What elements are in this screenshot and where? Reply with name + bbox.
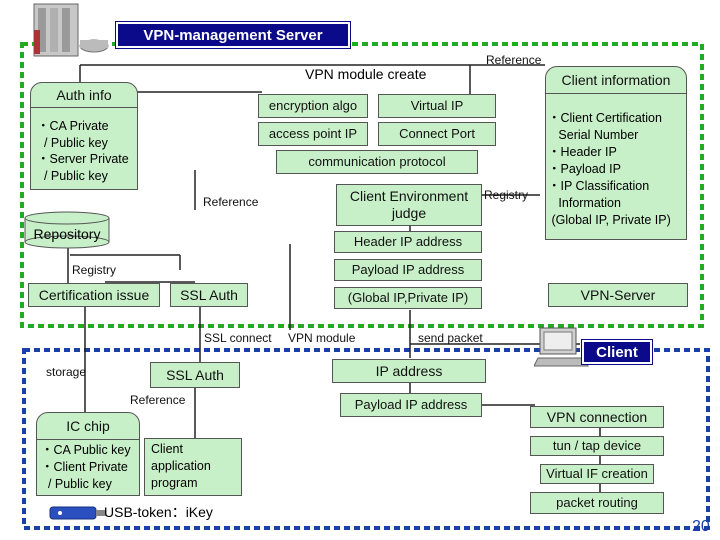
client-computer-icon <box>533 326 590 370</box>
label-reference-mid: Reference <box>203 195 259 209</box>
param-encryption-algo: encryption algo <box>258 94 368 118</box>
repository: Repository <box>24 210 110 250</box>
client-ip-address: IP address <box>332 359 486 383</box>
auth-info-line: ・CA Private <box>37 119 109 133</box>
global-private-ip: (Global IP,Private IP) <box>334 287 482 309</box>
param-connect-port: Connect Port <box>378 122 496 146</box>
label-send-packet: send packet <box>418 331 483 345</box>
client-region-border <box>22 348 710 530</box>
server-region-border <box>20 42 704 328</box>
client-application-program: Client application program <box>144 438 242 496</box>
client-info-line: (Global IP, Private IP) <box>548 213 671 227</box>
auth-info-line: / Public key <box>37 168 108 183</box>
ssl-auth-client: SSL Auth <box>150 362 240 388</box>
label-registry-left: Registry <box>72 263 117 277</box>
payload-ip-address: Payload IP address <box>334 259 482 281</box>
ssl-auth-server: SSL Auth <box>170 283 248 307</box>
param-virtual-ip: Virtual IP <box>378 94 496 118</box>
usb-token-icon <box>48 503 108 521</box>
label-reference-client: Reference <box>130 393 186 407</box>
vpn-connection: VPN connection <box>530 406 664 428</box>
label-reference-top: Reference <box>486 53 542 67</box>
client-environment-judge: Client Environment judge <box>336 184 482 226</box>
header-ip-address: Header IP address <box>334 231 482 253</box>
server-title: VPN-management Server <box>115 21 351 49</box>
certification-issue: Certification issue <box>28 283 160 307</box>
server-computer-icon <box>30 0 110 60</box>
label-ssl-connect: SSL connect <box>204 331 272 345</box>
client-info-line: Serial Number <box>548 128 639 142</box>
client-info-line: ・Header IP <box>548 145 617 159</box>
client-info-line: ・Payload IP <box>548 162 621 176</box>
client-title: Client <box>581 339 653 365</box>
label-vpn-module: VPN module <box>288 331 356 345</box>
virtual-if-creation: Virtual IF creation <box>540 464 654 484</box>
auth-info-header: Auth info <box>30 82 138 108</box>
ic-chip-line: ・CA Public key <box>41 443 131 457</box>
client-information-header: Client information <box>545 66 687 94</box>
tun-tap-device: tun / tap device <box>530 436 664 456</box>
param-access-point-ip: access point IP <box>258 122 368 146</box>
ic-chip-line: ・Client Private <box>41 460 128 474</box>
client-payload-ip-address: Payload IP address <box>340 393 482 417</box>
packet-routing: packet routing <box>530 492 664 514</box>
client-info-line: ・Client Certification <box>548 111 662 125</box>
auth-info-box: ・CA Private / Public key ・Server Private… <box>30 108 138 190</box>
auth-info-line: ・Server Private <box>37 152 129 166</box>
param-communication-protocol: communication protocol <box>276 150 478 174</box>
usb-token-label: USB-token：iKey <box>104 504 213 520</box>
client-information-box: ・Client Certification Serial Number ・Hea… <box>545 94 687 240</box>
page-number: 20 <box>692 518 710 535</box>
label-registry-right: Registry <box>484 188 529 202</box>
vpn-module-create-title: VPN module create <box>305 66 427 82</box>
ic-chip-header: IC chip <box>36 412 140 440</box>
auth-info-line: / Public key <box>37 135 108 150</box>
vpn-server: VPN-Server <box>548 283 688 307</box>
client-info-line: Information <box>548 196 621 210</box>
repository-label: Repository <box>33 226 101 242</box>
ic-chip-box: ・CA Public key ・Client Private / Public … <box>36 440 140 496</box>
ic-chip-line: / Public key <box>41 477 112 491</box>
label-storage: storage <box>46 365 87 379</box>
client-info-line: ・IP Classification <box>548 179 650 193</box>
